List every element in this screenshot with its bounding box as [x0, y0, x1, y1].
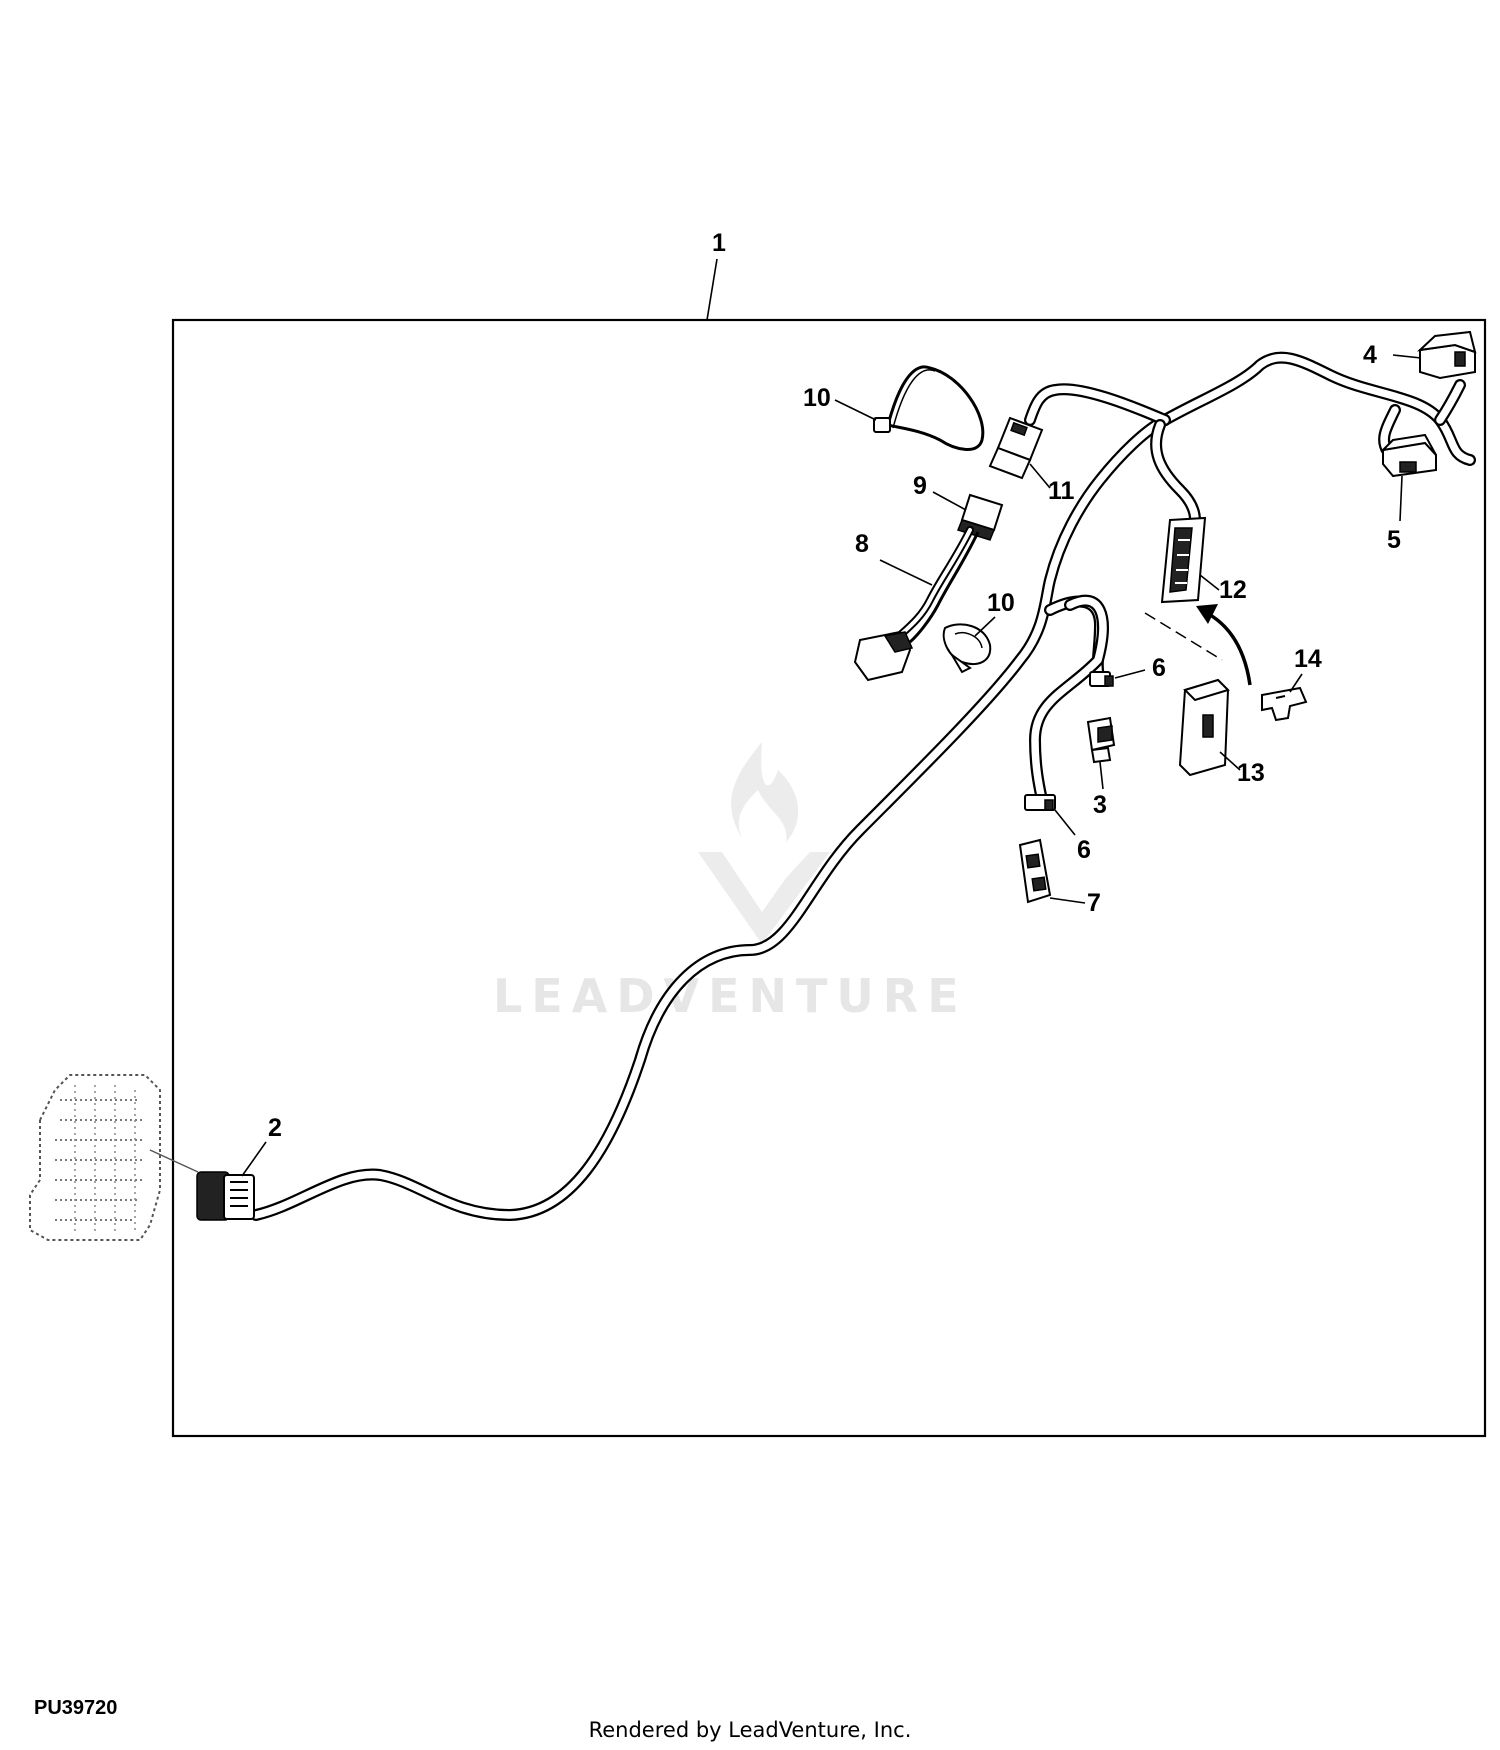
leader-5 [1399, 475, 1403, 522]
connector-11[interactable] [988, 416, 1044, 480]
callout-5[interactable]: 5 [1387, 526, 1401, 554]
callout-13[interactable]: 13 [1237, 759, 1265, 787]
connector-7[interactable] [1018, 838, 1052, 904]
connector-2[interactable] [196, 1171, 255, 1221]
callout-10b[interactable]: 10 [987, 589, 1015, 617]
figure-code: PU39720 [34, 1697, 118, 1719]
callout-3[interactable]: 3 [1093, 791, 1107, 819]
leader-13 [1219, 751, 1241, 771]
connector-5[interactable] [1380, 433, 1437, 478]
leader-2 [241, 1141, 267, 1177]
callout-10a[interactable]: 10 [803, 384, 831, 412]
leader-4 [1392, 354, 1422, 359]
tie-10-lower[interactable] [942, 623, 992, 674]
fuse-14[interactable] [1261, 686, 1308, 722]
leader-3 [1099, 761, 1104, 790]
callout-7[interactable]: 7 [1087, 889, 1101, 917]
strap-10-upper[interactable] [873, 365, 985, 451]
terminal-6-lower[interactable] [1024, 794, 1056, 811]
insertion-guide-line [1144, 612, 1223, 661]
assembly-frame [171, 318, 1487, 1438]
callout-11[interactable]: 11 [1048, 477, 1075, 505]
callout-9[interactable]: 9 [913, 472, 927, 500]
callout-4[interactable]: 4 [1363, 341, 1377, 369]
leader-6b [1054, 809, 1076, 836]
callout-14[interactable]: 14 [1294, 645, 1322, 673]
leader-6a [1114, 669, 1146, 679]
leader-7 [1049, 897, 1086, 904]
callout-6a[interactable]: 6 [1152, 654, 1166, 682]
watermark-flame-icon [731, 742, 799, 842]
leader-11 [1029, 463, 1051, 489]
callout-12[interactable]: 12 [1219, 576, 1247, 604]
main-harness [250, 351, 1476, 1221]
insertion-arrow-icon [1204, 610, 1252, 686]
module-13[interactable] [1178, 678, 1230, 777]
pigtail-8[interactable] [853, 526, 980, 682]
callout-2[interactable]: 2 [268, 1114, 282, 1142]
leader-10b [974, 616, 996, 637]
leader-12 [1199, 574, 1220, 591]
engine-controller-ghost [29, 1074, 199, 1241]
leader-9 [932, 491, 967, 511]
leader-1 [706, 258, 718, 321]
render-credit: Rendered by LeadVenture, Inc. [588, 1718, 912, 1742]
watermark-v-icon [698, 852, 830, 944]
connector-4[interactable] [1416, 330, 1477, 380]
leader-14 [1289, 673, 1303, 693]
watermark-text: LEADVENTURE [493, 969, 968, 1023]
leader-8 [879, 559, 933, 586]
leader-10a [834, 399, 877, 421]
callout-8[interactable]: 8 [855, 530, 869, 558]
callout-1[interactable]: 1 [712, 229, 726, 257]
connector-3[interactable] [1086, 716, 1116, 764]
terminal-6-upper[interactable] [1089, 671, 1114, 687]
fuse-block-12[interactable] [1160, 516, 1207, 604]
connector-9[interactable] [957, 493, 1004, 541]
watermark: LEADVENTURE [493, 742, 968, 1023]
callout-6b[interactable]: 6 [1077, 836, 1091, 864]
